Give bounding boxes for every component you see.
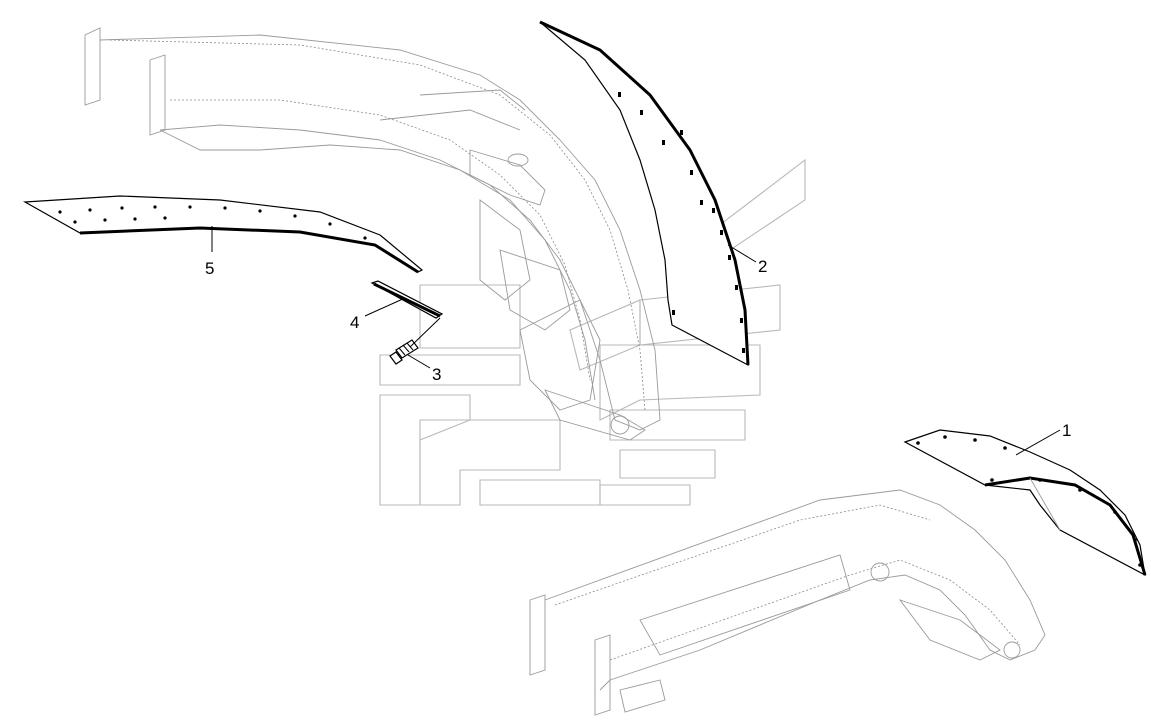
callout-labels: 5 2 4 3 1: [205, 257, 1071, 440]
part-2-holes: [618, 92, 745, 353]
part-5-holes: [58, 205, 367, 240]
leader-lines: [211, 226, 1061, 456]
callout-5: 5: [205, 259, 214, 278]
callout-2: 2: [758, 257, 767, 276]
part-1-guard: [903, 429, 1147, 577]
part-5-plate: [22, 195, 424, 274]
callout-4: 4: [350, 313, 359, 332]
callout-1: 1: [1062, 421, 1071, 440]
callout-3: 3: [432, 365, 441, 384]
frame-assembly-upper: [84, 27, 661, 441]
frame-assembly-lower: [529, 489, 1046, 716]
part-2-flap: [539, 20, 750, 367]
part-1-holes: [916, 435, 1142, 567]
part-4-strip: [370, 280, 444, 319]
